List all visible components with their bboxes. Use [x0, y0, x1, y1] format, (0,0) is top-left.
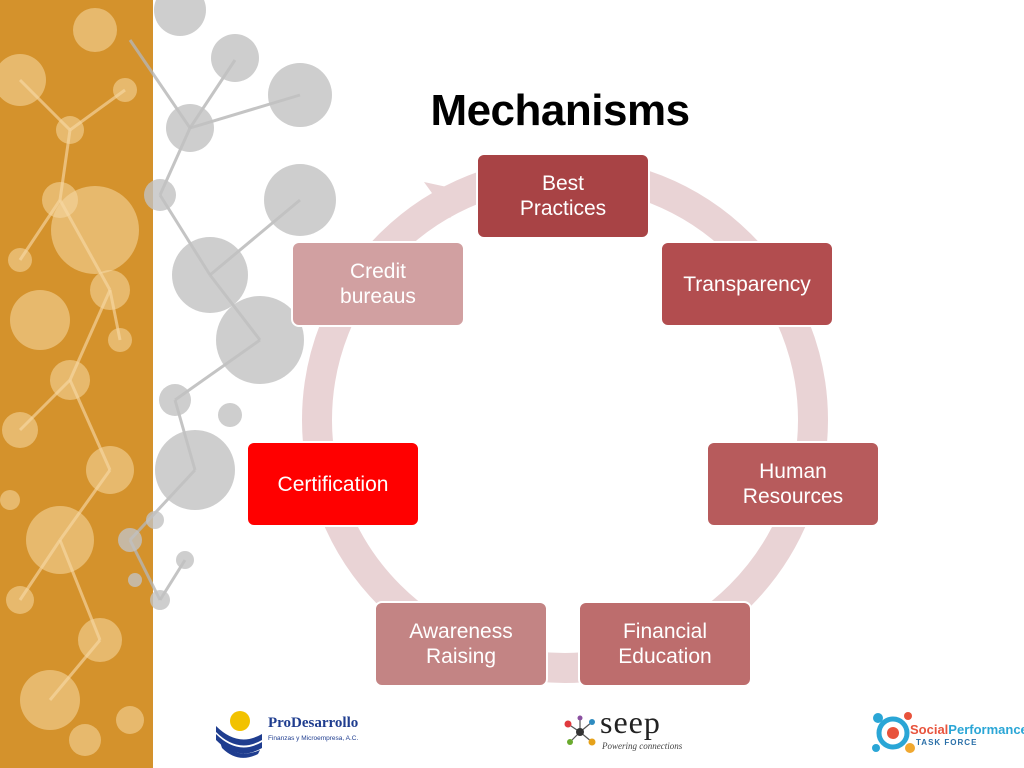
slide-title: Mechanisms	[430, 86, 690, 135]
molecule-dot	[50, 360, 90, 400]
prodesarrollo-emblem-icon	[216, 711, 262, 758]
social-performance-logo: SocialPerformance TASK FORCE	[870, 708, 1024, 762]
node-financial-education[interactable]: Financial Education	[578, 601, 752, 687]
molecule-dot	[150, 590, 170, 610]
molecule-dot	[166, 104, 214, 152]
molecule-dot	[118, 528, 142, 552]
prodesarrollo-logo: ProDesarrollo Finanzas y Microempresa, A…	[212, 708, 382, 758]
molecule-dot	[268, 63, 332, 127]
cycle-arrowhead	[424, 182, 470, 218]
molecule-dot	[51, 186, 139, 274]
seep-logo: seep Powering connections	[562, 704, 692, 756]
molecule-dot	[218, 403, 242, 427]
social-performance-name: SocialPerformance	[910, 722, 1024, 737]
seep-network-icon	[564, 715, 596, 746]
molecule-dot	[73, 8, 117, 52]
molecule-dot	[176, 551, 194, 569]
molecule-dot	[172, 237, 248, 313]
molecule-dot	[20, 670, 80, 730]
molecule-dot	[0, 54, 46, 106]
social-performance-name-a: Social	[910, 722, 949, 737]
molecule-dot	[146, 511, 164, 529]
molecule-dot	[108, 328, 132, 352]
molecule-dot	[154, 0, 206, 36]
molecule-dot	[264, 164, 336, 236]
molecule-dot	[211, 34, 259, 82]
node-certification[interactable]: Certification	[246, 441, 420, 527]
molecule-dot	[128, 573, 142, 587]
social-performance-emblem-icon	[872, 712, 915, 753]
molecule-dot	[159, 384, 191, 416]
molecule-dot	[6, 586, 34, 614]
node-awareness-raising[interactable]: Awareness Raising	[374, 601, 548, 687]
molecule-dot	[90, 270, 130, 310]
molecule-dot	[2, 412, 38, 448]
molecule-dot	[113, 78, 137, 102]
molecule-dot	[10, 290, 70, 350]
prodesarrollo-name: ProDesarrollo	[268, 715, 359, 731]
node-transparency[interactable]: Transparency	[660, 241, 834, 327]
molecule-dot	[116, 706, 144, 734]
node-credit-bureaus[interactable]: Credit bureaus	[291, 241, 465, 327]
molecule-dot	[86, 446, 134, 494]
seep-tagline: Powering connections	[602, 741, 683, 751]
molecule-dot	[144, 179, 176, 211]
social-performance-tagline: TASK FORCE	[916, 738, 978, 747]
molecule-dot	[0, 490, 20, 510]
molecule-dot	[216, 296, 304, 384]
molecule-dot	[56, 116, 84, 144]
molecule-dot	[69, 724, 101, 756]
molecule-dot	[26, 506, 94, 574]
node-human-resources[interactable]: Human Resources	[706, 441, 880, 527]
seep-name: seep	[600, 704, 661, 740]
molecule-dot	[78, 618, 122, 662]
molecule-decoration	[0, 0, 336, 756]
node-best-practices[interactable]: Best Practices	[476, 153, 650, 239]
molecule-dot	[155, 430, 235, 510]
molecule-dot	[8, 248, 32, 272]
social-performance-name-b: Performance	[948, 722, 1024, 737]
prodesarrollo-tagline: Finanzas y Microempresa, A.C.	[268, 735, 359, 742]
